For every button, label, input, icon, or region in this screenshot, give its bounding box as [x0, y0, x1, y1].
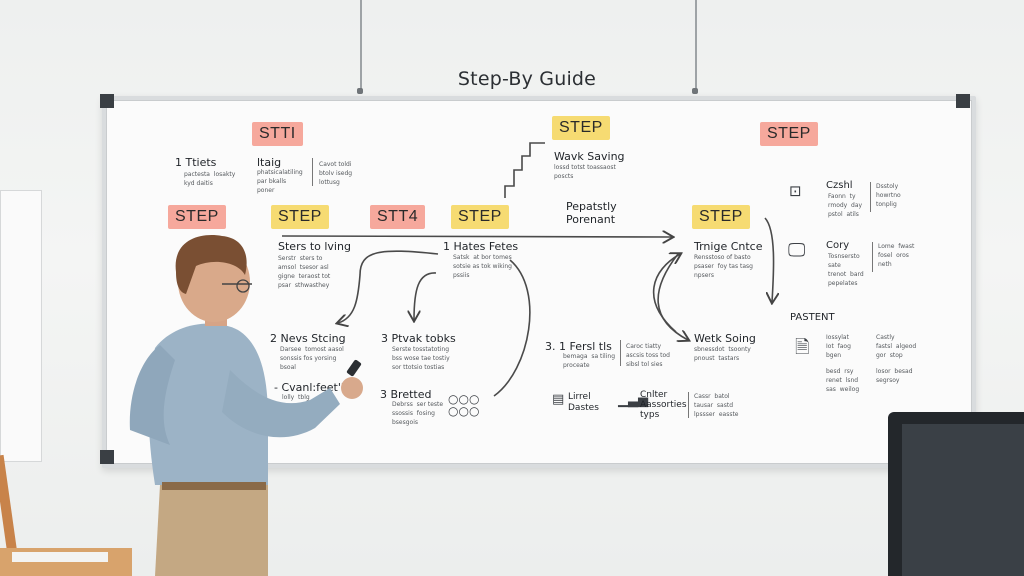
hanging-wire-right [695, 0, 697, 92]
note-heading-cory: Cory [826, 240, 850, 251]
step-tag-sttI: STTI [252, 122, 303, 146]
file-icon: 🗎 [795, 337, 810, 358]
divider [688, 392, 689, 418]
step-tag-4: STEP [692, 205, 750, 229]
note-text-hates: Satsk at bor tomes sotsie as tok wiking … [453, 254, 512, 279]
note-text-wavk: lossd totst toassaost poscts [554, 164, 616, 180]
step-tag-left: STEP [168, 205, 226, 229]
note-heading-lirrel: Lirrel Dastes [568, 392, 599, 413]
board-corner-bl [100, 450, 114, 464]
flipchart-easel [0, 190, 42, 462]
curve-arrow-4 [657, 253, 688, 340]
grid-dots-icon: ○○○○○○ [448, 392, 480, 418]
note-heading-ttiets: 1 Ttiets [175, 156, 217, 169]
note-heading-czshl: Czshl [826, 180, 853, 191]
note-heading-porenant: Porenant [566, 213, 616, 226]
curve-arrow-4b [652, 254, 680, 333]
step-tag-2: STEP [271, 205, 329, 229]
curve-arrow-3 [493, 259, 531, 397]
note-heading-fersl: 3. 1 Fersl tls [545, 340, 612, 353]
note-heading-nevs: 2 Nevs Stcing [270, 332, 346, 345]
curve-arrow-1 [338, 250, 439, 323]
note-heading-bretted: 3 Bretted [380, 388, 432, 401]
note-heading-pastent: PASTENT [790, 312, 835, 323]
note-heading-ltaig: ltaig [257, 156, 282, 169]
note-heading-hates: 1 Hates Fetes [443, 240, 519, 253]
board-corner-tl [100, 94, 114, 108]
step-tag-3: STEP [451, 205, 509, 229]
note-text-cory: Tosnsersto sate trenot bard pepelates [828, 253, 864, 287]
note-text-bretted: Debrss ser teste ssossis fosing bsesgois [392, 401, 444, 426]
note-text-dsstoly: Dsstoly howrtno tonplig [876, 183, 901, 208]
stair-line [504, 142, 545, 198]
wire-hook-right [692, 88, 698, 94]
note-text-nevs: Darsee tomost aasol sonssis fos yorsing … [280, 346, 344, 371]
wall-title: Step-By Guide [457, 68, 597, 90]
desktop-icon: 🖵 [788, 240, 806, 261]
note-heading-sters: Sters to lving [278, 240, 351, 253]
step-tag-stt4: STT4 [370, 205, 426, 229]
note-heading-wavk: Wavk Saving [554, 150, 625, 163]
note-heading-cnlter: Cnlter Aassorties typs [640, 390, 687, 420]
note-text-losor: losor besad segrsoy [876, 368, 913, 384]
note-heading-ptvak: 3 Ptvak tobks [381, 332, 456, 345]
hanging-wire-left [360, 0, 362, 92]
divider [872, 242, 873, 272]
monitor-icon: ⊡ [789, 182, 802, 200]
note-text-czshl: Faonn ty rmody day pstol atils [828, 193, 863, 218]
note-text-wetk: sbnessdot tsoonty pnoust tastars [694, 346, 751, 362]
note-text-lome: Lome fwast fosel oros neth [878, 243, 915, 268]
note-text-ttiets: pactesta losakty kyd daitis [184, 171, 236, 187]
phone-icon [346, 359, 362, 377]
paper-on-desk [12, 552, 108, 562]
note-text-caroc: Caroc tiatty [626, 343, 662, 350]
note-text-cassr: Cassr batol tausar sastd lpssser easste [694, 393, 739, 418]
divider [620, 340, 621, 366]
monitor-screen [902, 424, 1024, 576]
step-tag-top: STEP [552, 116, 610, 140]
note-text-sters: Serstr sters to amsol tsesor asl gigne t… [278, 255, 331, 289]
note-text-iossylat: Iossylat Iot faog bgen [826, 334, 851, 359]
note-heading-pepatstly: Pepatstly [566, 200, 617, 213]
right-down-arrow [764, 217, 774, 302]
note-text-ascsis: ascsis toss tod sibsl tol sies [626, 352, 670, 368]
step-tag-top-right: STEP [760, 122, 818, 146]
note-text-cavot: Cavot toldi btolv isedg lottusg [319, 161, 353, 186]
note-text-castly: Castly fastsl algeod gor stop [876, 334, 917, 359]
note-text-ltaig: phatsicalatiling par bkalls poner [257, 169, 303, 194]
note-text-fersl: bemaga sa tiling proceate [563, 353, 615, 369]
divider [870, 182, 871, 212]
note-heading-trnige: Trnige Cntce [694, 240, 763, 253]
board-corner-tr [956, 94, 970, 108]
document-list-icon: ▤ [552, 392, 565, 407]
main-flow-arrow [281, 236, 672, 237]
divider [312, 158, 313, 186]
note-text-trnige: Rensstoso of basto psaser foy tas tasg n… [694, 254, 753, 279]
curve-arrow-2 [414, 272, 437, 320]
note-text-cvanl: lolly tblg [282, 394, 310, 401]
note-heading-wetk: Wetk Soing [694, 332, 756, 345]
wire-hook-left [357, 88, 363, 94]
note-text-besd: besd rsy renet lsnd sas weilog [826, 368, 860, 393]
bar-chart-icon: ▁▃▅ [618, 393, 648, 408]
note-text-ptvak: Serste tosstatoting bss wose tae tostiy … [392, 346, 450, 371]
